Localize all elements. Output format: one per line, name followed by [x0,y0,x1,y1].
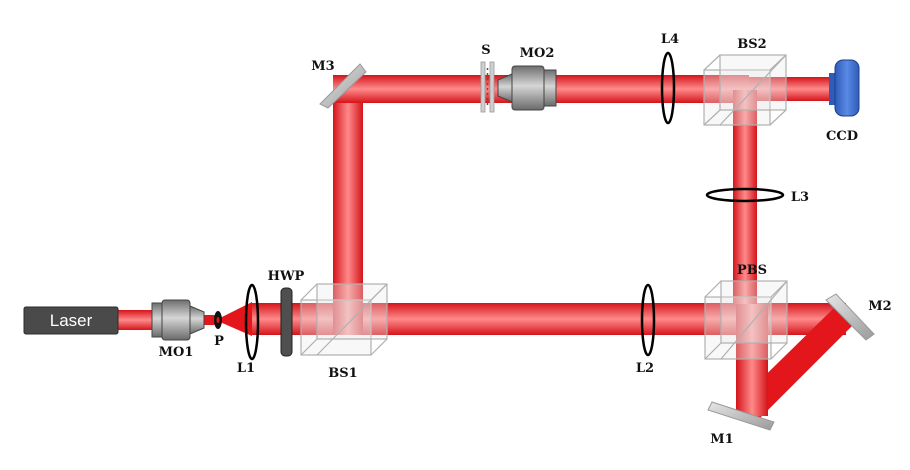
pbs-label: PBS [737,263,767,278]
mirror-m1: M1 [707,401,775,447]
p-label: P [214,334,224,349]
l4-label: L4 [661,32,679,47]
beam-expanding-cone [220,302,252,336]
objective-mo2: MO2 [497,46,557,111]
beam-bs2-to-pbs [733,90,757,304]
ccd-camera: CCD [826,59,860,144]
sample-s: S [480,43,495,113]
half-wave-plate-hwp: HWP [268,269,305,357]
objective-mo1: MO1 [151,299,205,360]
beam-l1-to-pbs [252,303,736,335]
l2-label: L2 [636,361,654,376]
mirror-m2: M2 [825,293,892,341]
laser-label: Laser [50,311,93,330]
mo2-label: MO2 [520,46,555,61]
m1-label: M1 [710,432,733,447]
lens-l4: L4 [660,32,679,125]
bs1-label: BS1 [328,366,357,381]
mo1-label: MO1 [159,345,194,360]
m3-label: M3 [311,59,334,74]
bs2-label: BS2 [737,37,766,52]
lens-l3: L3 [705,187,809,205]
l3-label: L3 [791,190,809,205]
ccd-label: CCD [826,129,858,144]
beam-splitter-bs2: BS2 [703,37,787,126]
lens-l1: L1 [237,283,260,376]
beam-bs2-to-ccd [749,77,831,101]
mirror-m3: M3 [311,59,367,109]
beam-splitter-bs1: BS1 [300,283,388,381]
laser-source: Laser [23,306,119,335]
l1-label: L1 [237,361,255,376]
beam-laser-to-mo1 [118,310,158,330]
m2-label: M2 [868,299,891,314]
laser-beams [118,75,854,418]
pinhole-p: P [214,311,224,349]
beam-bs1-to-m3 [333,82,363,335]
lens-l2: L2 [636,283,656,376]
polarizing-beam-splitter-pbs: PBS [704,263,788,360]
s-label: S [481,43,490,58]
hwp-label: HWP [268,269,305,284]
beam-mo1-to-pinhole [200,315,218,325]
